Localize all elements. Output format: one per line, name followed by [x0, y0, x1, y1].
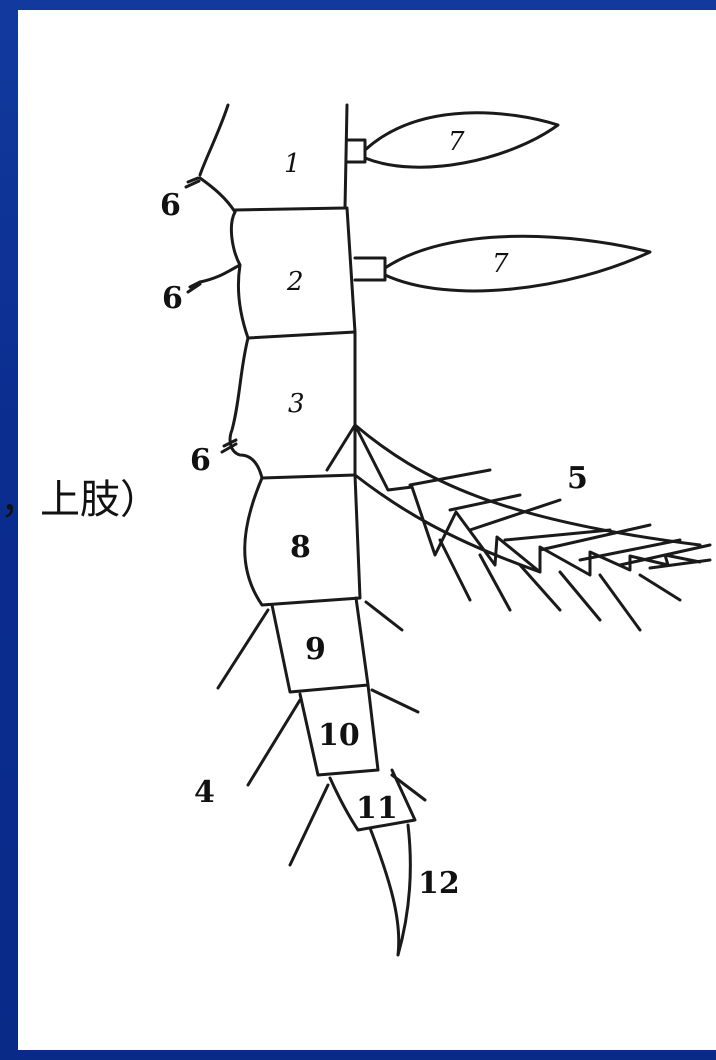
- segment-11-outline: [328, 768, 417, 832]
- setae-9: [216, 600, 404, 690]
- label-6-top: 6: [160, 188, 181, 223]
- setae-11: [288, 773, 427, 867]
- appendage-5-setae: [408, 468, 712, 632]
- caption-text: ，上肢）: [0, 477, 160, 523]
- segment-9-outline: [270, 596, 370, 694]
- setae-10: [246, 688, 420, 787]
- label-7-top: 7: [448, 127, 465, 157]
- label-2: 2: [286, 267, 304, 297]
- seta-6-top: [184, 176, 201, 189]
- segment-1-left-edge: [198, 176, 237, 214]
- label-4: 4: [194, 775, 215, 810]
- appendage-5: [325, 423, 702, 577]
- label-6-middle: 6: [162, 281, 183, 316]
- seta-6-middle: [186, 280, 202, 294]
- label-10: 10: [318, 718, 360, 753]
- label-3: 3: [288, 389, 305, 419]
- seta-6-bottom: [220, 438, 238, 454]
- label-5: 5: [567, 461, 588, 496]
- segment-10-outline: [298, 683, 380, 777]
- segment-3-outline: [228, 330, 357, 480]
- label-7-middle: 7: [492, 249, 509, 279]
- label-12: 12: [418, 866, 460, 901]
- label-1: 1: [284, 149, 301, 179]
- gill-7-middle: [353, 234, 652, 293]
- gill-7-top: [345, 111, 560, 169]
- label-11: 11: [356, 791, 398, 826]
- claw-12: [368, 823, 412, 957]
- label-8: 8: [290, 530, 311, 565]
- segment-8-outline: [243, 473, 362, 607]
- label-9: 9: [305, 632, 326, 667]
- segment-2-outline: [198, 206, 357, 340]
- label-6-bottom: 6: [190, 443, 211, 478]
